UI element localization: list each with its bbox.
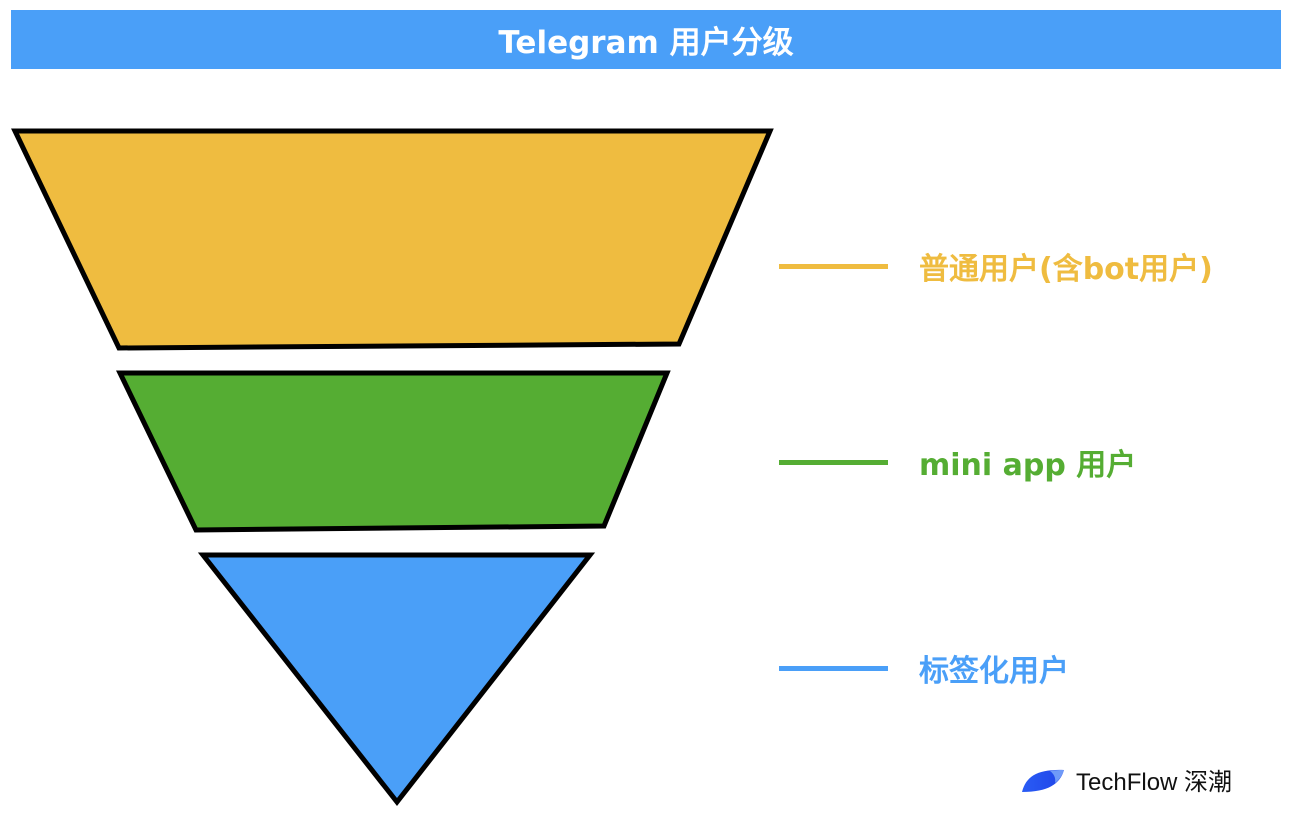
funnel-tier-mini-app-users [116, 370, 671, 533]
title-bar: Telegram 用户分级 [11, 10, 1281, 69]
brand-watermark: TechFlow 深潮 [1020, 762, 1232, 797]
legend-line [779, 459, 888, 465]
legend-item-tagged-users: 标签化用户 [779, 646, 1069, 690]
legend-label: 标签化用户 [919, 654, 1069, 689]
legend-label: 普通用户(含bot用户) [919, 252, 1213, 287]
legend-label: mini app 用户 [919, 448, 1137, 483]
legend-line [779, 263, 888, 269]
diagram-title: Telegram 用户分级 [498, 25, 794, 61]
legend-item-mini-app-users: mini app 用户 [779, 440, 1136, 484]
funnel-tier-tagged-users [197, 552, 596, 807]
funnel-tier-regular-users [11, 128, 774, 351]
legend-line [779, 665, 888, 671]
legend-item-regular-users: 普通用户(含bot用户) [779, 244, 1213, 288]
leaf-logo-icon [1022, 769, 1064, 792]
brand-name: TechFlow 深潮 [1076, 769, 1233, 796]
